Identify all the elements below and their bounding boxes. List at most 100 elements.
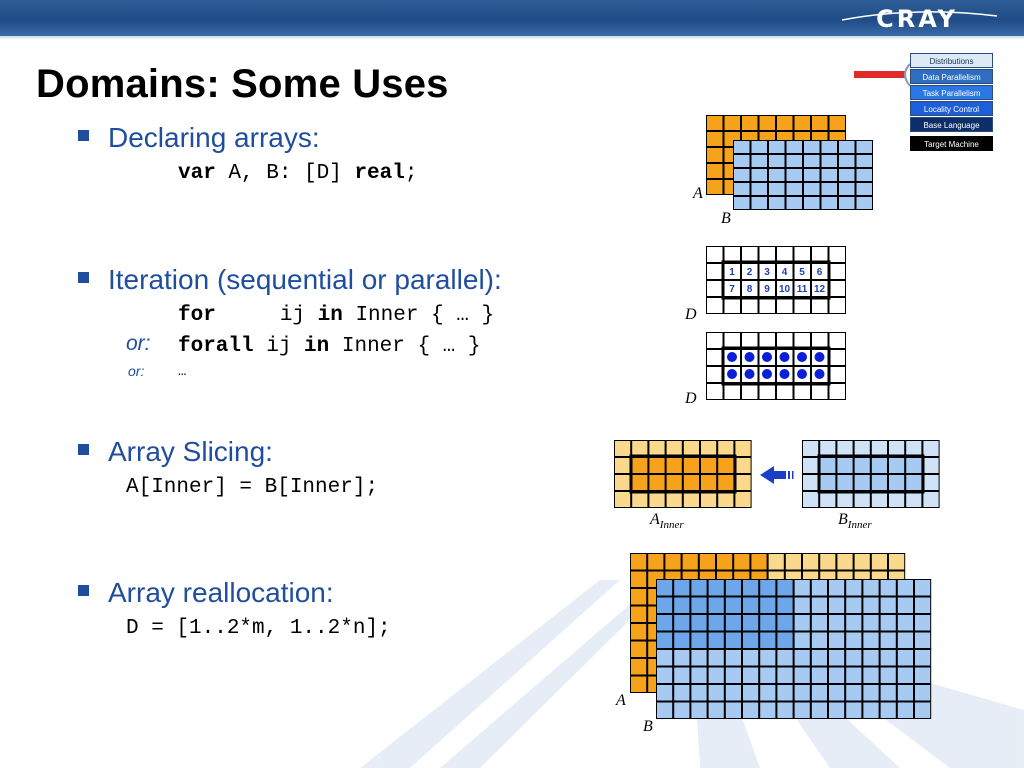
array-a-cell xyxy=(751,554,767,570)
array-b-cell xyxy=(880,685,896,701)
array-a-cell xyxy=(683,475,699,490)
array-b-cell xyxy=(897,702,913,718)
array-b-cell xyxy=(811,580,827,596)
array-b-cell xyxy=(829,597,845,613)
array-b-cell xyxy=(769,141,785,153)
array-b-cell xyxy=(889,458,905,473)
array-a-cell xyxy=(718,458,734,473)
array-b-cell xyxy=(863,685,879,701)
bullet-declaring-label: Declaring arrays: xyxy=(108,122,320,153)
domain-d-cell xyxy=(829,367,845,382)
svg-text:CRAY: CRAY xyxy=(876,5,958,33)
array-b-cell xyxy=(846,685,862,701)
array-a-cell xyxy=(777,116,793,130)
array-b-cell xyxy=(725,632,741,648)
array-b-cell xyxy=(837,441,853,456)
array-b-cell xyxy=(743,597,759,613)
array-b-cell xyxy=(657,667,673,683)
array-b-cell xyxy=(915,650,931,666)
domain-d-cell xyxy=(742,264,758,279)
domain-d-cell xyxy=(794,247,810,262)
array-b-cell xyxy=(871,441,887,456)
domain-d-cell xyxy=(829,281,845,296)
array-a-cell xyxy=(734,554,750,570)
array-a-cell xyxy=(785,554,801,570)
domain-d-cell xyxy=(759,281,775,296)
array-b-cell xyxy=(657,597,673,613)
domain-d-cell xyxy=(794,384,810,399)
array-a-cell xyxy=(666,492,682,507)
array-b-cell xyxy=(811,685,827,701)
array-b-cell xyxy=(769,183,785,195)
array-b-cell xyxy=(880,667,896,683)
index-number: 3 xyxy=(764,267,770,278)
array-b-cell xyxy=(708,615,724,631)
array-b-cell xyxy=(923,441,939,456)
array-a-cell xyxy=(724,116,740,130)
array-b-cell xyxy=(880,615,896,631)
index-number: 1 xyxy=(729,267,735,278)
array-b-cell xyxy=(889,492,905,507)
array-b-cell xyxy=(743,702,759,718)
cray-logo: CRAY xyxy=(841,5,998,33)
array-b-cell xyxy=(811,667,827,683)
domain-d-cell xyxy=(794,264,810,279)
stack-target-machine: Target Machine xyxy=(910,136,993,151)
parallel-dot xyxy=(779,369,790,379)
array-b-cell xyxy=(769,169,785,181)
array-b-cell xyxy=(657,580,673,596)
array-b-cell xyxy=(880,650,896,666)
array-b-cell xyxy=(691,597,707,613)
array-b-cell xyxy=(897,580,913,596)
array-b-cell xyxy=(863,702,879,718)
array-b-cell xyxy=(708,650,724,666)
parallel-dot xyxy=(762,369,772,379)
bullet-mark xyxy=(78,585,89,596)
array-a-cell xyxy=(699,554,715,570)
domain-d-cell xyxy=(777,298,793,313)
array-b-cell xyxy=(657,702,673,718)
parallel-dot xyxy=(797,369,807,379)
array-a-cell xyxy=(683,492,699,507)
array-b-cell xyxy=(674,667,690,683)
array-b-cell xyxy=(657,615,673,631)
array-b-cell xyxy=(657,650,673,666)
array-b-cell xyxy=(863,597,879,613)
array-a-cell xyxy=(701,475,717,490)
domain-d-cell xyxy=(759,264,775,279)
array-b-cell xyxy=(691,702,707,718)
array-a-cell xyxy=(632,441,648,456)
array-a-cell xyxy=(837,554,853,570)
array-a-cell xyxy=(768,554,784,570)
array-b-cell xyxy=(821,197,837,209)
array-b-cell xyxy=(837,458,853,473)
array-b-cell xyxy=(889,441,905,456)
array-b-cell xyxy=(846,632,862,648)
domain-d-cell xyxy=(724,298,740,313)
array-b-cell xyxy=(871,458,887,473)
array-b-cell xyxy=(880,632,896,648)
array-b-cell xyxy=(854,441,870,456)
array-b-cell xyxy=(657,632,673,648)
array-a-cell xyxy=(707,164,723,178)
array-b-cell xyxy=(856,183,872,195)
array-a-cell xyxy=(649,458,665,473)
parallel-dot xyxy=(744,369,755,379)
array-a-cell xyxy=(632,475,648,490)
inner-box xyxy=(721,346,831,386)
domain-d-cell xyxy=(724,384,740,399)
array-b-cell xyxy=(811,702,827,718)
array-b-cell xyxy=(915,597,931,613)
array-b-cell xyxy=(786,141,802,153)
inner-box xyxy=(629,454,737,494)
array-b-cell xyxy=(897,615,913,631)
or-label-2: or: xyxy=(128,363,145,379)
array-a-cell xyxy=(631,571,647,587)
array-b-cell xyxy=(751,197,767,209)
array-b-cell xyxy=(846,667,862,683)
array-b-cell xyxy=(820,458,836,473)
array-a-cell xyxy=(707,180,723,194)
array-b-cell xyxy=(751,141,767,153)
bullet-realloc-label: Array reallocation: xyxy=(108,577,334,608)
